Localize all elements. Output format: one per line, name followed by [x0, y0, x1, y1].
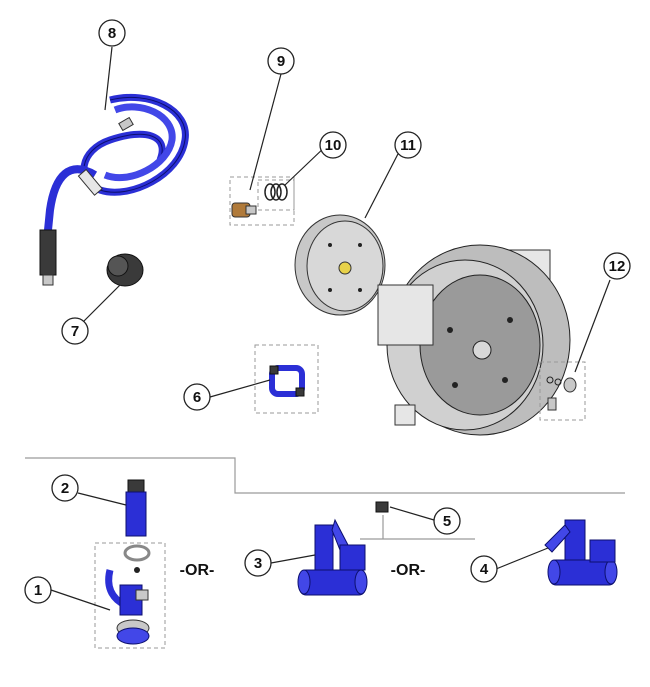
leader-lines [50, 46, 611, 611]
callout-2: 2 [51, 474, 79, 502]
svg-text:3: 3 [254, 555, 262, 572]
callout-1: 1 [24, 576, 52, 604]
callout-10: 10 [319, 131, 347, 159]
callout-11: 11 [394, 131, 422, 159]
callout-5: 5 [433, 507, 461, 535]
plug-part [375, 501, 389, 513]
svg-text:4: 4 [480, 561, 489, 578]
svg-text:1: 1 [34, 582, 42, 599]
hose-assembly-part [39, 93, 189, 286]
spring-part [264, 183, 288, 201]
reel-housing [377, 244, 571, 436]
callout-8: 8 [98, 19, 126, 47]
callout-3: 3 [244, 549, 272, 577]
valve-body-alt-part [544, 519, 618, 586]
spray-valve-part [105, 544, 151, 645]
bumper-part [269, 365, 305, 397]
svg-text:2: 2 [61, 480, 69, 497]
part-6-group-box [254, 344, 319, 414]
callout-7: 7 [61, 317, 89, 345]
svg-text:11: 11 [400, 137, 416, 154]
svg-text:10: 10 [325, 137, 342, 154]
callout-9: 9 [267, 47, 295, 75]
svg-text:12: 12 [609, 258, 626, 275]
callout-4: 4 [470, 555, 498, 583]
cover-plate-part [294, 214, 386, 316]
part-1-group-box [94, 542, 166, 649]
or-label-left: -OR- [180, 562, 215, 579]
svg-text:6: 6 [193, 389, 201, 406]
hardware-kit-part [546, 376, 577, 411]
or-label-right: -OR- [391, 562, 426, 579]
svg-text:5: 5 [443, 513, 451, 530]
part-10-group-box [257, 179, 295, 211]
svg-text:9: 9 [277, 53, 285, 70]
part-12-group-box [539, 361, 586, 421]
callout-6: 6 [183, 383, 211, 411]
section-separator [25, 457, 625, 494]
collar-part [106, 253, 144, 287]
svg-text:7: 7 [71, 323, 79, 340]
svg-text:8: 8 [108, 25, 116, 42]
valve-fitting-part [231, 202, 257, 218]
nipple-part [125, 479, 147, 537]
callout-12: 12 [603, 252, 631, 280]
valve-body-part [297, 518, 368, 596]
